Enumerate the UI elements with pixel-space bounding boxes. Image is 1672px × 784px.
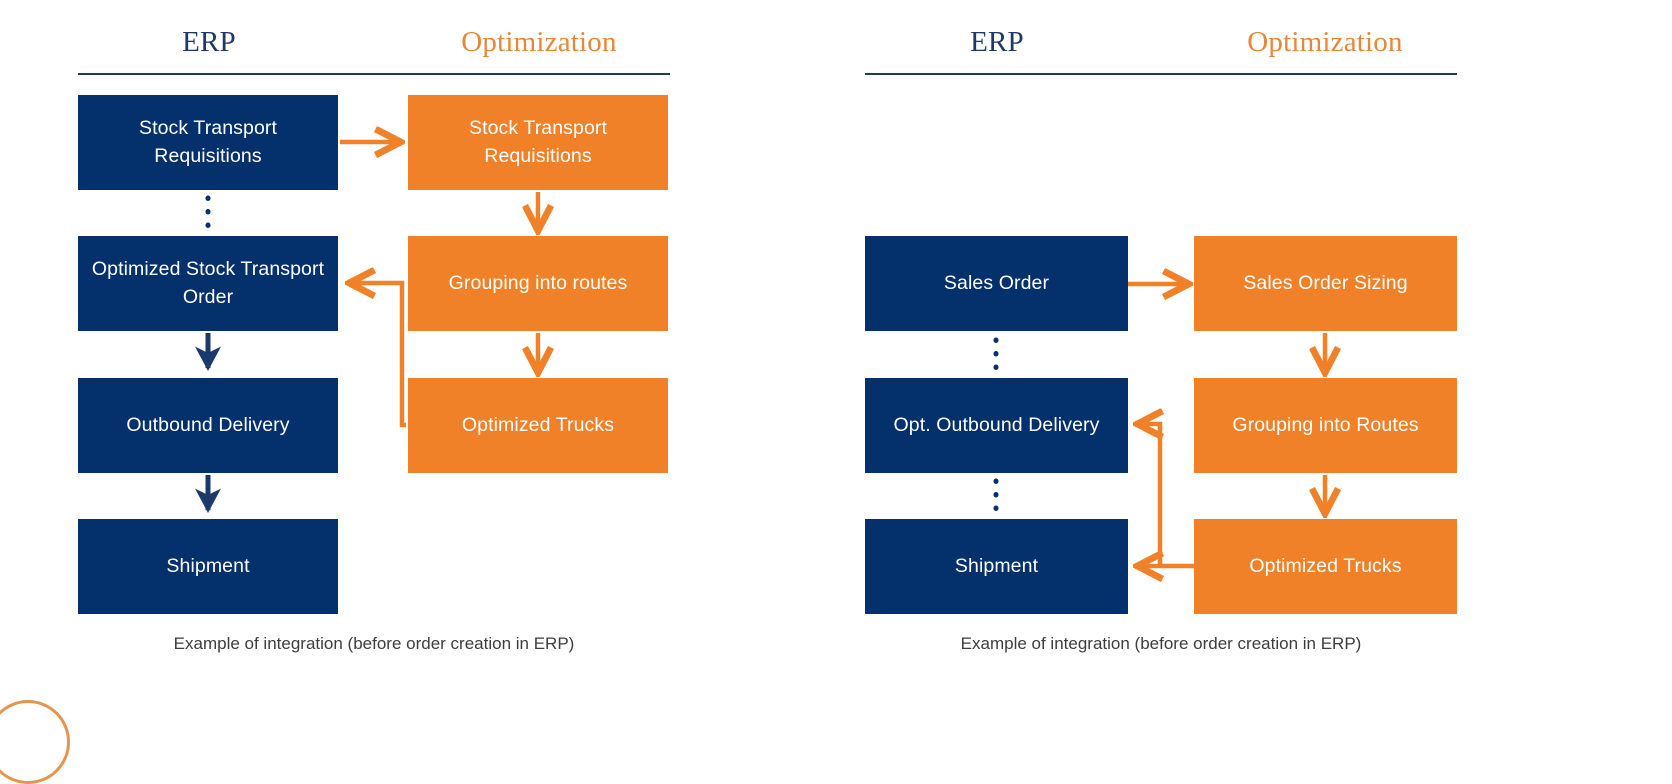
column-heading-erp-left: ERP	[182, 26, 236, 58]
node-optimized-trucks[interactable]: Optimized Trucks	[408, 378, 668, 473]
node-label: Stock Transport Requisitions	[468, 116, 608, 167]
node-grouping-into-routes[interactable]: Grouping into routes	[408, 236, 668, 331]
node-sales-order[interactable]: Sales Order	[865, 236, 1128, 331]
node-outbound-delivery[interactable]: Outbound Delivery	[78, 378, 338, 473]
node-opt-outbound-delivery[interactable]: Opt. Outbound Delivery	[865, 378, 1128, 473]
node-label: Stock Transport Requisitions	[138, 116, 278, 167]
caption-left: Example of integration (before order cre…	[173, 634, 575, 653]
node-label: Sales Order	[943, 271, 1050, 294]
column-heading-erp-right: ERP	[970, 26, 1024, 58]
node-stock-transport-requisitions[interactable]: Stock Transport Requisitions	[78, 95, 338, 190]
node-label: Sales Order Sizing	[1243, 271, 1408, 294]
panel-stock-transport: ERP Optimization Stock Transport Requisi…	[0, 0, 836, 727]
node-label: Grouping into Routes	[1232, 413, 1419, 436]
header-divider-left	[78, 73, 670, 75]
node-label: Opt. Outbound Delivery	[893, 413, 1100, 436]
panel-sales-order: ERP Optimization Sales Order Opt. Outbou…	[836, 0, 1672, 727]
node-optimized-trucks-2[interactable]: Optimized Trucks	[1194, 519, 1457, 614]
column-heading-optimization-left: Optimization	[461, 26, 617, 58]
node-optimized-stock-transport-order[interactable]: Optimized Stock Transport Order	[78, 236, 338, 331]
column-heading-optimization-right: Optimization	[1247, 26, 1403, 58]
header-divider-right	[865, 73, 1457, 75]
node-label: Optimized Stock Transport Order	[91, 257, 325, 308]
node-label: Shipment	[166, 554, 250, 577]
node-label: Optimized Trucks	[1249, 554, 1402, 577]
node-label: Grouping into routes	[448, 271, 628, 294]
node-shipment-2[interactable]: Shipment	[865, 519, 1128, 614]
node-label: Outbound Delivery	[126, 413, 290, 436]
node-shipment[interactable]: Shipment	[78, 519, 338, 614]
node-sales-order-sizing[interactable]: Sales Order Sizing	[1194, 236, 1457, 331]
caption-right: Example of integration (before order cre…	[960, 634, 1362, 653]
node-label: Shipment	[954, 554, 1039, 577]
node-opt-stock-transport-requisitions[interactable]: Stock Transport Requisitions	[408, 95, 668, 190]
node-grouping-into-routes-2[interactable]: Grouping into Routes	[1194, 378, 1457, 473]
node-label: Optimized Trucks	[461, 413, 615, 436]
